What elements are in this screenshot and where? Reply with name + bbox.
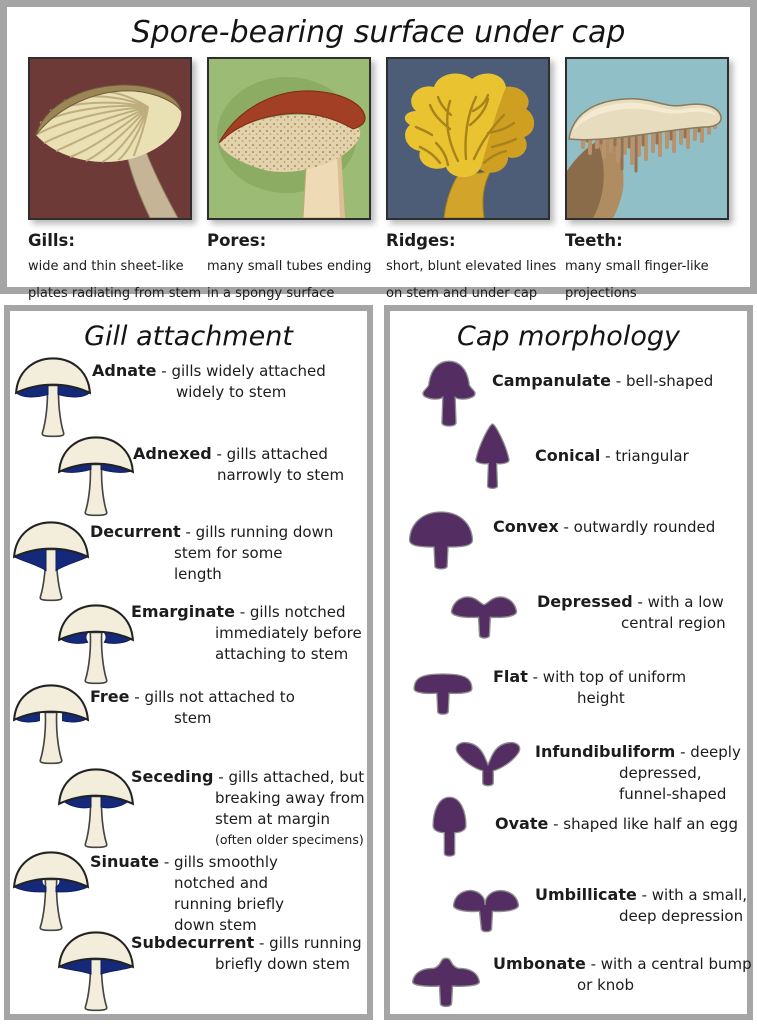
desc-seceding: - gills attached, but breaking away from… xyxy=(215,768,365,828)
caption-desc-teeth: many small finger-like projections xyxy=(565,259,709,301)
entry-emarginate: Emarginate - gills notched immediately b… xyxy=(131,601,451,665)
term-sinuate: Sinuate xyxy=(90,852,160,871)
sinuate-illustration xyxy=(12,851,90,932)
desc-campanulate: - bell-shaped xyxy=(611,372,714,390)
caption-term-teeth: Teeth: xyxy=(565,231,623,250)
term-ovate: Ovate xyxy=(495,814,549,833)
desc-umbillicate: - with a small, deep depression xyxy=(619,886,748,925)
entry-subdecurrent: Subdecurrent - gills running briefly dow… xyxy=(131,932,451,975)
term-umbillicate: Umbillicate xyxy=(535,885,637,904)
caption-term-gills: Gills: xyxy=(28,231,75,250)
spore-surface-panel: Spore-bearing surface under cap xyxy=(0,0,757,301)
decurrent-illustration xyxy=(12,521,90,602)
teeth-illustration xyxy=(565,57,729,220)
term-emarginate: Emarginate xyxy=(131,602,235,621)
convex-icon xyxy=(408,511,474,570)
term-convex: Convex xyxy=(493,517,559,536)
adnexed-illustration xyxy=(57,436,135,517)
term-decurrent: Decurrent xyxy=(90,522,181,541)
gill-attachment-panel: Gill attachment Adnate - gills widely at… xyxy=(4,305,373,1020)
cap-morphology-title: Cap morphology xyxy=(457,321,680,352)
infundibuliform-icon xyxy=(455,741,521,787)
figure-gills: Gills: wide and thin sheet-like plates r… xyxy=(28,57,202,307)
entry-free: Free - gills not attached to stem xyxy=(90,686,446,729)
page-title: Spore-bearing surface under cap xyxy=(131,15,626,50)
desc-sinuate: - gills smoothly notched and running bri… xyxy=(163,853,285,934)
caption-desc-pores: many small tubes ending in a spongy surf… xyxy=(207,259,372,301)
figure-teeth: Teeth: many small finger-like projection… xyxy=(565,57,729,307)
term-campanulate: Campanulate xyxy=(492,371,612,390)
entry-adnexed: Adnexed - gills attached narrowly to ste… xyxy=(133,443,451,486)
desc-flat: - with top of uniform height xyxy=(532,668,687,707)
entry-adnate: Adnate - gills widely attached widely to… xyxy=(92,360,446,403)
figure-ridges: Ridges: short, blunt elevated lines on s… xyxy=(386,57,557,307)
free-illustration xyxy=(12,684,90,765)
desc-convex: - outwardly rounded xyxy=(558,518,716,536)
desc-infundibuliform: - deeply depressed, funnel-shaped xyxy=(619,743,741,803)
entry-sinuate: Sinuate - gills smoothly notched and run… xyxy=(90,851,446,936)
term-depressed: Depressed xyxy=(537,592,633,611)
entry-conical: Conical - triangular xyxy=(535,445,757,467)
caption-desc-ridges: short, blunt elevated lines on stem and … xyxy=(386,259,557,301)
conical-icon xyxy=(475,423,510,490)
entry-convex: Convex - outwardly rounded xyxy=(493,516,757,538)
depressed-icon xyxy=(450,596,518,639)
subdecurrent-illustration xyxy=(57,931,135,1012)
desc-emarginate: - gills notched immediately before attac… xyxy=(215,603,362,663)
caption-term-pores: Pores: xyxy=(207,231,267,250)
desc-decurrent: - gills running down stem for some lengt… xyxy=(174,523,334,583)
desc-ovate: - shaped like half an egg xyxy=(548,815,738,833)
campanulate-icon xyxy=(422,360,476,427)
entry-umbonate: Umbonate - with a central bump or knob xyxy=(493,953,757,996)
entry-ovate: Ovate - shaped like half an egg xyxy=(495,813,757,835)
gills-illustration xyxy=(28,57,192,220)
term-adnexed: Adnexed xyxy=(133,444,212,463)
entry-seceding: Seceding - gills attached, but breaking … xyxy=(131,766,451,850)
gill-attachment-title: Gill attachment xyxy=(84,321,293,352)
cap-morphology-panel: Cap morphology Campanulate - bell-shaped… xyxy=(384,305,753,1020)
term-umbonate: Umbonate xyxy=(493,954,586,973)
desc-adnexed: - gills attached narrowly to stem xyxy=(216,445,345,484)
adnate-illustration xyxy=(14,357,92,438)
entry-flat: Flat - with top of uniform height xyxy=(493,666,757,709)
caption-desc-gills: wide and thin sheet-like plates radiatin… xyxy=(28,259,202,301)
entry-infundibuliform: Infundibuliform - deeply depressed, funn… xyxy=(535,741,757,805)
umbonate-icon xyxy=(411,957,481,1008)
desc-subdecurrent: - gills running briefly down stem xyxy=(215,934,362,973)
entry-umbillicate: Umbillicate - with a small, deep depress… xyxy=(535,884,757,927)
desc-free: - gills not attached to stem xyxy=(134,688,295,727)
pores-illustration xyxy=(207,57,371,220)
desc-conical: - triangular xyxy=(600,447,689,465)
desc-adnate: - gills widely attached widely to stem xyxy=(161,362,326,401)
flat-icon xyxy=(413,673,473,715)
ovate-icon xyxy=(432,796,467,857)
term-flat: Flat xyxy=(493,667,528,686)
figure-pores: Pores: many small tubes ending in a spon… xyxy=(207,57,372,307)
caption-term-ridges: Ridges: xyxy=(386,231,456,250)
entry-depressed: Depressed - with a low central region xyxy=(537,591,757,634)
term-infundibuliform: Infundibuliform xyxy=(535,742,676,761)
umbillicate-icon xyxy=(452,889,520,933)
entry-campanulate: Campanulate - bell-shaped xyxy=(492,370,757,392)
entry-decurrent: Decurrent - gills running down stem for … xyxy=(90,521,446,585)
term-adnate: Adnate xyxy=(92,361,157,380)
desc-umbonate: - with a central bump or knob xyxy=(577,955,752,994)
emarginate-illustration xyxy=(57,604,135,685)
term-seceding: Seceding xyxy=(131,767,214,786)
term-conical: Conical xyxy=(535,446,601,465)
term-free: Free xyxy=(90,687,130,706)
term-subdecurrent: Subdecurrent xyxy=(131,933,255,952)
photo-row: Gills: wide and thin sheet-like plates r… xyxy=(28,57,729,307)
ridges-illustration xyxy=(386,57,550,220)
note-seceding: (often older specimens) xyxy=(215,832,364,847)
desc-depressed: - with a low central region xyxy=(621,593,726,632)
seceding-illustration xyxy=(57,768,135,849)
